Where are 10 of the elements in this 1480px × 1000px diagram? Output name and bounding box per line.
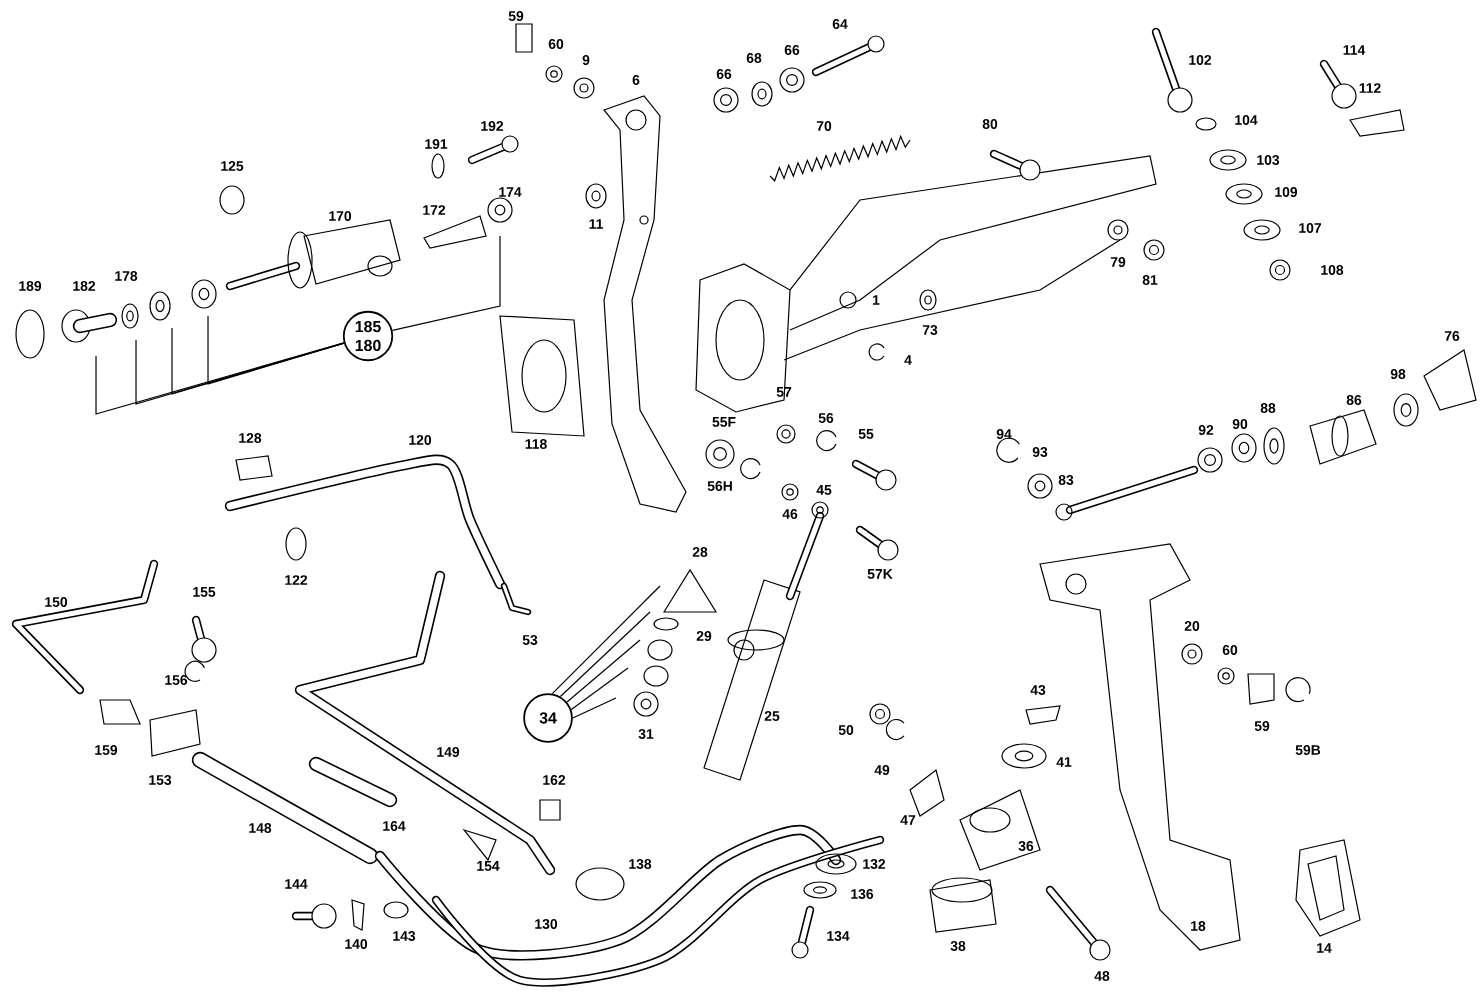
leader-line bbox=[95, 342, 345, 415]
leader-line bbox=[135, 339, 345, 405]
leader-line bbox=[559, 611, 651, 698]
leader-line bbox=[171, 327, 345, 395]
leader-line bbox=[570, 667, 629, 711]
leader-line bbox=[391, 235, 501, 332]
leader-line bbox=[566, 639, 641, 703]
leader-line bbox=[572, 697, 617, 719]
leader-line bbox=[551, 585, 661, 695]
leader-line bbox=[207, 315, 345, 385]
